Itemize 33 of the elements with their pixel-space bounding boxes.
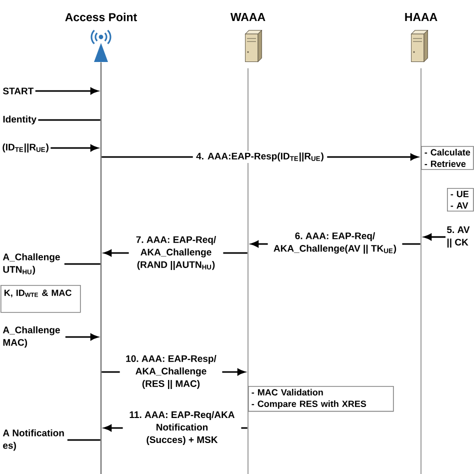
participant-name: HAAA [405,13,438,21]
edge-label: 10. AAA: EAP-Resp/ AKA_Challenge (RES || MAC) [120,354,222,390]
note-box: - Calculate - Retrieve [421,146,474,170]
arrow [104,424,248,432]
edge-label: 6. AAA: EAP-Req/ AKA_Challenge(AV || TK$_{UE}$) [268,230,402,256]
edge-label: (ID$_{TE}$||R$_{UE}$) [2,144,48,152]
edge-label: 7. AAA: EAP-Req/ AKA_Challenge (RAND ||AUTN$_{HU}$) [129,234,223,272]
arrow [250,240,422,248]
arrow [100,154,418,160]
note-box: - UE - AV [447,188,474,212]
edge-label: Identity [3,116,36,124]
arrow [100,368,246,376]
connector-line [67,439,100,441]
arrow [35,88,98,94]
edge-label: START [2,88,34,94]
lifeline [100,62,102,474]
connector-line [38,119,100,121]
edge-label: A_Challenge MAC) [2,326,60,348]
lifeline [420,68,422,474]
participant-name: WAAA [230,13,266,21]
arrow [424,234,446,240]
edge-label: 5. AV || CK [447,226,470,248]
edge-label: 4. AAA:EAP-Resp(ID$_{TE}$||R$_{UE}$) [193,151,327,163]
arrow [50,144,98,152]
arrow [104,250,248,256]
arrow [65,334,98,340]
edge-label: A_Challenge UTN$_{HU}$) [2,253,60,275]
edge-label: A Notification es) [2,429,64,451]
connector-line [64,263,100,265]
note-box: - MAC Validation - Compare RES with XRES [248,386,394,412]
edge-label: 11. AAA: EAP-Req/AKA Notification (Succes) + MSK [123,410,241,446]
note-box: K, ID$_{WTE}$ & MAC [0,285,81,313]
participant-name: Access Point [65,12,137,22]
